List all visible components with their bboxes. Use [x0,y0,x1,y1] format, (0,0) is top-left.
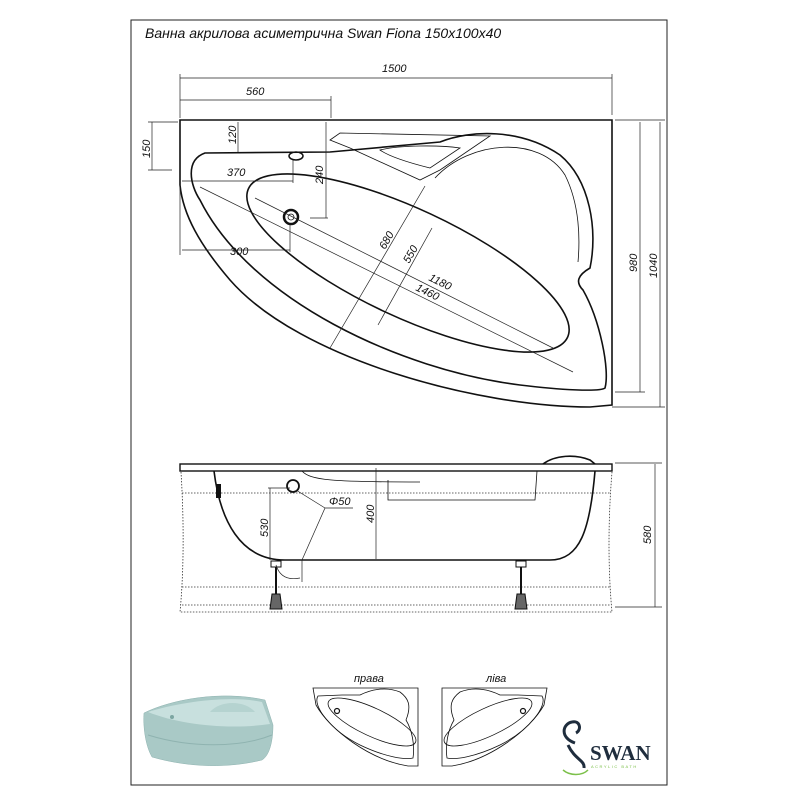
body-detail [301,470,421,483]
side-dimension-lines [268,462,662,608]
variant-right-label: права [354,673,384,685]
dim-680: 680 [377,229,397,252]
seat-step [387,470,538,501]
drawing-title: Ванна акрилова асиметрична Swan Fiona 15… [145,25,501,41]
headrest-pad [379,145,462,169]
top-view: 1500 560 150 120 240 370 300 680 550 118… [141,63,665,408]
overflow-icon [288,151,304,161]
variant-right-diagram [312,687,419,767]
swan-logo-icon [562,720,586,769]
drawing-frame [130,19,668,786]
dim-400: 400 [365,504,377,523]
headrest [329,132,492,181]
dim-240: 240 [314,165,326,185]
dim-370: 370 [227,167,246,179]
dim-150: 150 [141,139,153,158]
variant-left-diagram [441,687,548,767]
logo-tagline: ACRYLIC BATH [591,764,638,769]
product-photo [143,695,274,766]
seat-contour [434,146,580,263]
dim-530: 530 [259,518,271,537]
side-view: 530 400 Φ50 580 [179,455,662,613]
dim-550: 550 [401,243,421,266]
dim-580: 580 [642,525,654,544]
dim-1040: 1040 [648,253,660,278]
drain-inner [287,213,295,221]
top-dimension-lines [148,74,665,408]
dim-120: 120 [227,125,239,144]
rim-contour [190,132,608,391]
tub-body [213,470,596,561]
tub-outline [179,119,613,408]
dim-1500: 1500 [382,63,407,75]
variant-left-label: ліва [485,673,506,685]
dim-560: 560 [246,86,265,98]
front-panel [179,471,613,613]
leg-right [514,560,528,610]
side-rim [179,463,613,472]
leg-left [269,560,283,610]
dim-phi50: Φ50 [329,496,351,508]
overflow-side-icon [286,479,300,493]
swan-logo: SWAN ACRYLIC BATH [562,720,651,776]
side-headrest [542,455,596,465]
dim-980: 980 [628,253,640,272]
drain-icon [282,208,300,226]
dim-300: 300 [230,246,249,258]
logo-brand: SWAN [590,741,651,765]
handle-icon [216,484,221,498]
